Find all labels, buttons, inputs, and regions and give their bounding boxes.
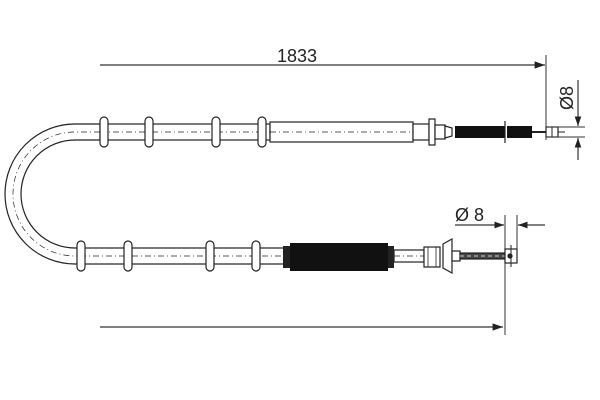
length-dimension-bottom (100, 215, 506, 335)
length-label: 1833 (277, 46, 317, 66)
bottom-diameter-label: Ø 8 (455, 205, 484, 225)
clip-3 (211, 116, 221, 148)
clip-4 (257, 116, 267, 148)
bottom-end-fitting (393, 237, 518, 275)
clip-8 (251, 240, 261, 272)
rubber-boot (283, 243, 394, 271)
clip-7 (205, 240, 215, 272)
cable-upper-run (99, 116, 453, 148)
cable-sheath (4, 123, 100, 265)
clip-1 (99, 116, 109, 148)
cable-lower-run (76, 240, 291, 272)
top-diameter-label: Ø8 (557, 86, 577, 110)
diameter-dimension-bottom: Ø 8 (455, 205, 545, 250)
diameter-dimension-top: Ø8 (546, 80, 585, 160)
clip-2 (144, 116, 154, 148)
clip-5 (76, 240, 86, 272)
length-dimension-top: 1833 (100, 46, 547, 140)
top-threaded-end (455, 121, 565, 143)
clip-6 (123, 240, 133, 272)
